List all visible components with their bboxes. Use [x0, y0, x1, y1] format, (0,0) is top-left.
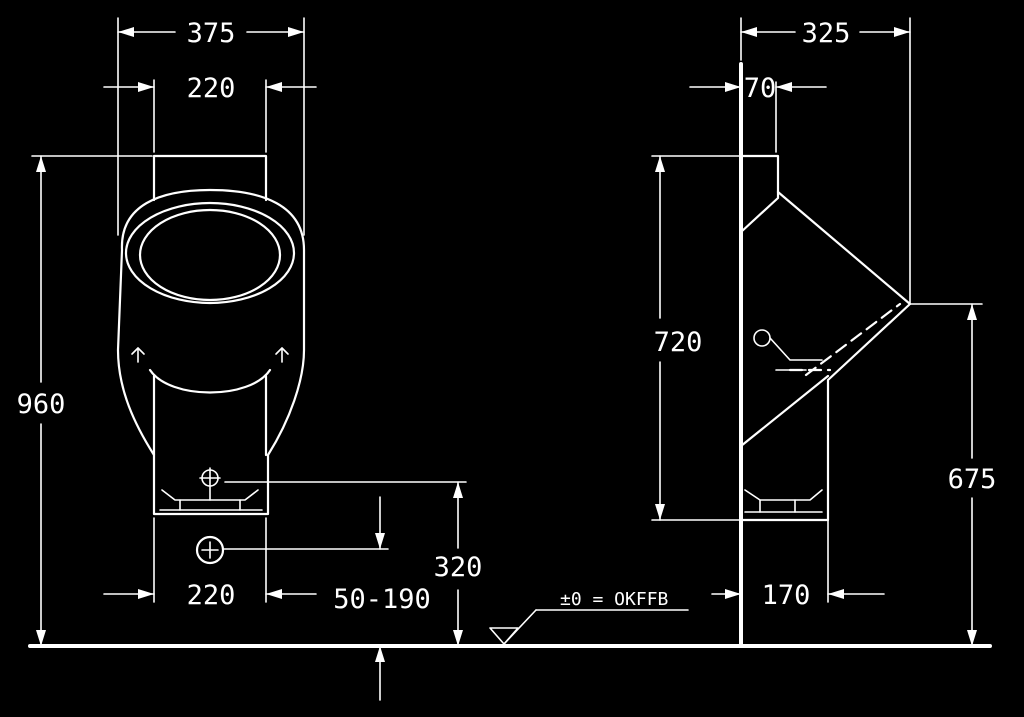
- floor-reference-label: ±0 = OKFFB: [560, 589, 668, 610]
- side-body-outline: [739, 154, 780, 234]
- dim-top-width: 220: [103, 73, 317, 104]
- rim-inner: [138, 208, 282, 302]
- outlet-offset-label: 50-190: [333, 584, 431, 615]
- dim-outlet-height: 320: [434, 481, 483, 647]
- outlet-icon: [195, 535, 225, 565]
- height-label: 960: [17, 389, 66, 420]
- top-width-label: 220: [187, 73, 236, 104]
- wall-offset-label: 70: [744, 73, 777, 104]
- bottom-depth-label: 170: [762, 580, 811, 611]
- side-view: 325 70 720 675: [651, 17, 997, 648]
- dim-body-height: 720: [654, 155, 703, 521]
- dim-height: 960: [17, 155, 66, 647]
- inlet-icon: [753, 329, 823, 371]
- body-height-label: 720: [654, 327, 703, 358]
- dim-bottom-width: 220: [103, 580, 317, 611]
- spreader-height-label: 675: [948, 464, 997, 495]
- bottom-width-label: 220: [187, 580, 236, 611]
- dim-wall-offset: 70: [689, 73, 827, 104]
- dim-overall-width: 375: [117, 18, 305, 49]
- trap-icon: [159, 467, 263, 511]
- dim-depth: 325: [740, 18, 911, 49]
- dim-bottom-depth: 170: [711, 580, 885, 611]
- depth-label: 325: [802, 18, 851, 49]
- fixing-icon: [131, 347, 289, 363]
- front-view: 375 220 960 220: [17, 17, 483, 701]
- outlet-height-label: 320: [434, 552, 483, 583]
- dim-outlet-offset: 50-190: [333, 496, 431, 615]
- dim-spreader-height: 675: [948, 303, 997, 647]
- floor-reference: ±0 = OKFFB: [489, 589, 689, 645]
- floor-arrow-icon: [375, 645, 385, 701]
- bowl-outline: [116, 188, 306, 516]
- overall-width-label: 375: [187, 18, 236, 49]
- rim-outer: [124, 201, 296, 305]
- side-trap-icon: [744, 489, 823, 513]
